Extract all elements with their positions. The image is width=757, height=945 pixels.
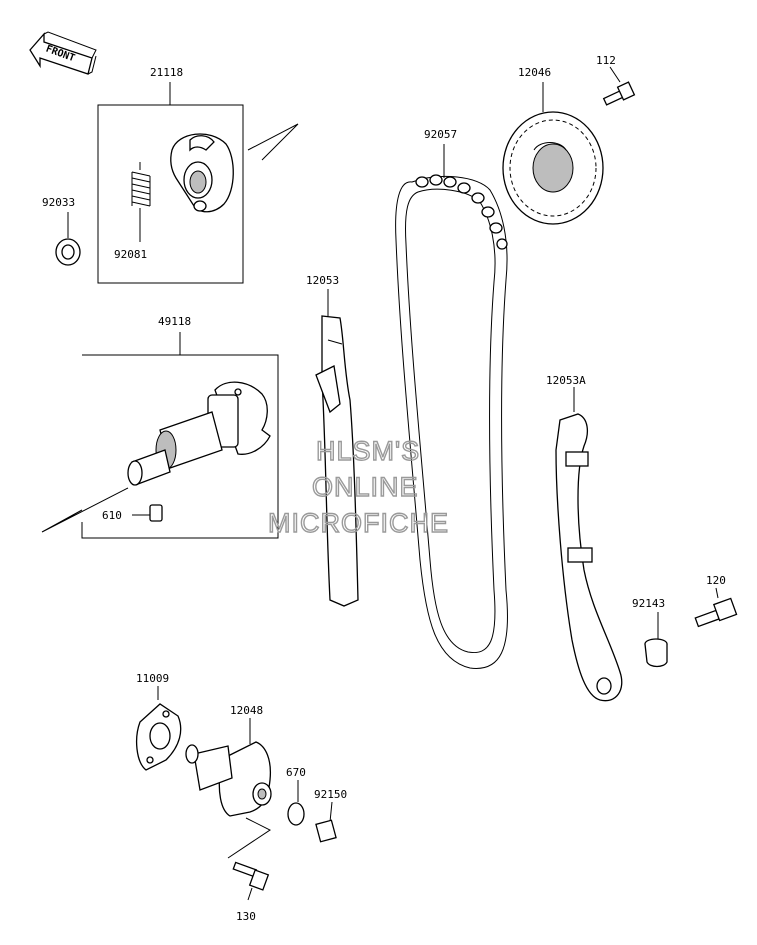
part-label-120: 120 xyxy=(706,574,726,587)
part-label-92143: 92143 xyxy=(632,597,665,610)
chain-guide-12053 xyxy=(315,289,359,607)
part-label-112: 112 xyxy=(596,54,616,67)
collar-92143 xyxy=(644,612,668,668)
cam-part-21118 xyxy=(170,133,234,213)
part-label-12048: 12048 xyxy=(230,704,263,717)
oring-670 xyxy=(287,780,305,826)
part-label-92057: 92057 xyxy=(424,128,457,141)
camshaft-49118 xyxy=(127,381,271,486)
clip-ring-92033 xyxy=(55,212,81,266)
part-label-92033: 92033 xyxy=(42,196,75,209)
part-label-610: 610 xyxy=(102,509,122,522)
chain-guide-12053A xyxy=(555,387,623,702)
watermark: HLSM'S ONLINE MICROFICHE xyxy=(267,435,449,538)
tensioner-12048 xyxy=(185,718,272,859)
bolt-icon xyxy=(602,66,636,106)
part-label-12053A: 12053A xyxy=(546,374,586,387)
chain-links-top xyxy=(415,174,508,250)
part-label-21118: 21118 xyxy=(150,66,183,79)
bolt-92150 xyxy=(315,801,337,843)
part-label-12053: 12053 xyxy=(306,274,339,287)
watermark-line3: MICROFICHE xyxy=(268,508,449,538)
timing-chain-92057 xyxy=(395,144,508,669)
bolt-130 xyxy=(232,861,270,901)
spring-icon xyxy=(131,162,151,242)
watermark-line1: HLSM'S xyxy=(316,436,420,466)
part-label-130: 130 xyxy=(236,910,256,923)
part-label-670: 670 xyxy=(286,766,306,779)
part-label-92150: 92150 xyxy=(314,788,347,801)
watermark-line2: ONLINE xyxy=(312,472,419,502)
sprocket-icon xyxy=(502,82,604,225)
part-label-92081: 92081 xyxy=(114,248,147,261)
part-label-49118: 49118 xyxy=(158,315,191,328)
pin-610 xyxy=(132,504,163,522)
part-label-12046: 12046 xyxy=(518,66,551,79)
bolt-120 xyxy=(694,587,738,628)
part-label-11009: 11009 xyxy=(136,672,169,685)
gasket-11009 xyxy=(135,686,182,771)
front-arrow-icon: FRONT xyxy=(29,31,97,75)
